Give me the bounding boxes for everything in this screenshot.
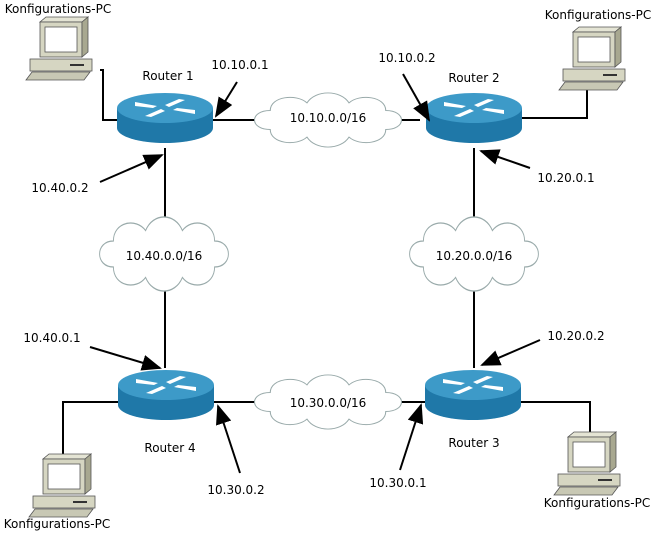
router-3-icon[interactable] <box>425 370 521 420</box>
router-1-icon[interactable] <box>117 93 213 143</box>
pc-label: Konfigurations-PC <box>545 8 651 22</box>
interface-label: 10.40.0.2 <box>31 181 88 195</box>
pc-label: Konfigurations-PC <box>5 2 111 16</box>
link-router3-pc3 <box>521 401 591 433</box>
router-label: Router 3 <box>448 436 499 450</box>
network-label: 10.20.0.0/16 <box>436 249 513 263</box>
router-4-icon[interactable] <box>118 370 214 420</box>
interface-label: 10.40.0.1 <box>23 331 80 345</box>
router-label: Router 1 <box>142 69 193 83</box>
pc-label: Konfigurations-PC <box>544 496 650 510</box>
network-label: 10.30.0.0/16 <box>290 396 367 410</box>
interface-label: 10.30.0.2 <box>207 483 264 497</box>
interface-label: 10.30.0.1 <box>369 476 426 490</box>
network-label: 10.40.0.0/16 <box>126 249 203 263</box>
network-label: 10.10.0.0/16 <box>290 111 367 125</box>
pc-1-icon[interactable] <box>25 16 93 81</box>
pc-label: Konfigurations-PC <box>4 517 110 531</box>
router-label: Router 4 <box>144 441 195 455</box>
pc-4-icon[interactable] <box>28 453 96 518</box>
link-pc1-router1 <box>100 69 120 121</box>
interface-label: 10.10.0.2 <box>378 51 435 65</box>
interface-label: 10.20.0.1 <box>537 171 594 185</box>
link-router2-pc2 <box>522 85 588 119</box>
router-label: Router 2 <box>448 71 499 85</box>
pc-3-icon[interactable] <box>553 431 621 496</box>
interface-arrows <box>89 73 541 474</box>
interface-label: 10.10.0.1 <box>211 58 268 72</box>
router-2-icon[interactable] <box>426 93 522 143</box>
pc-2-icon[interactable] <box>558 26 626 91</box>
link-router4-pc4 <box>62 401 118 458</box>
interface-label: 10.20.0.2 <box>547 329 604 343</box>
